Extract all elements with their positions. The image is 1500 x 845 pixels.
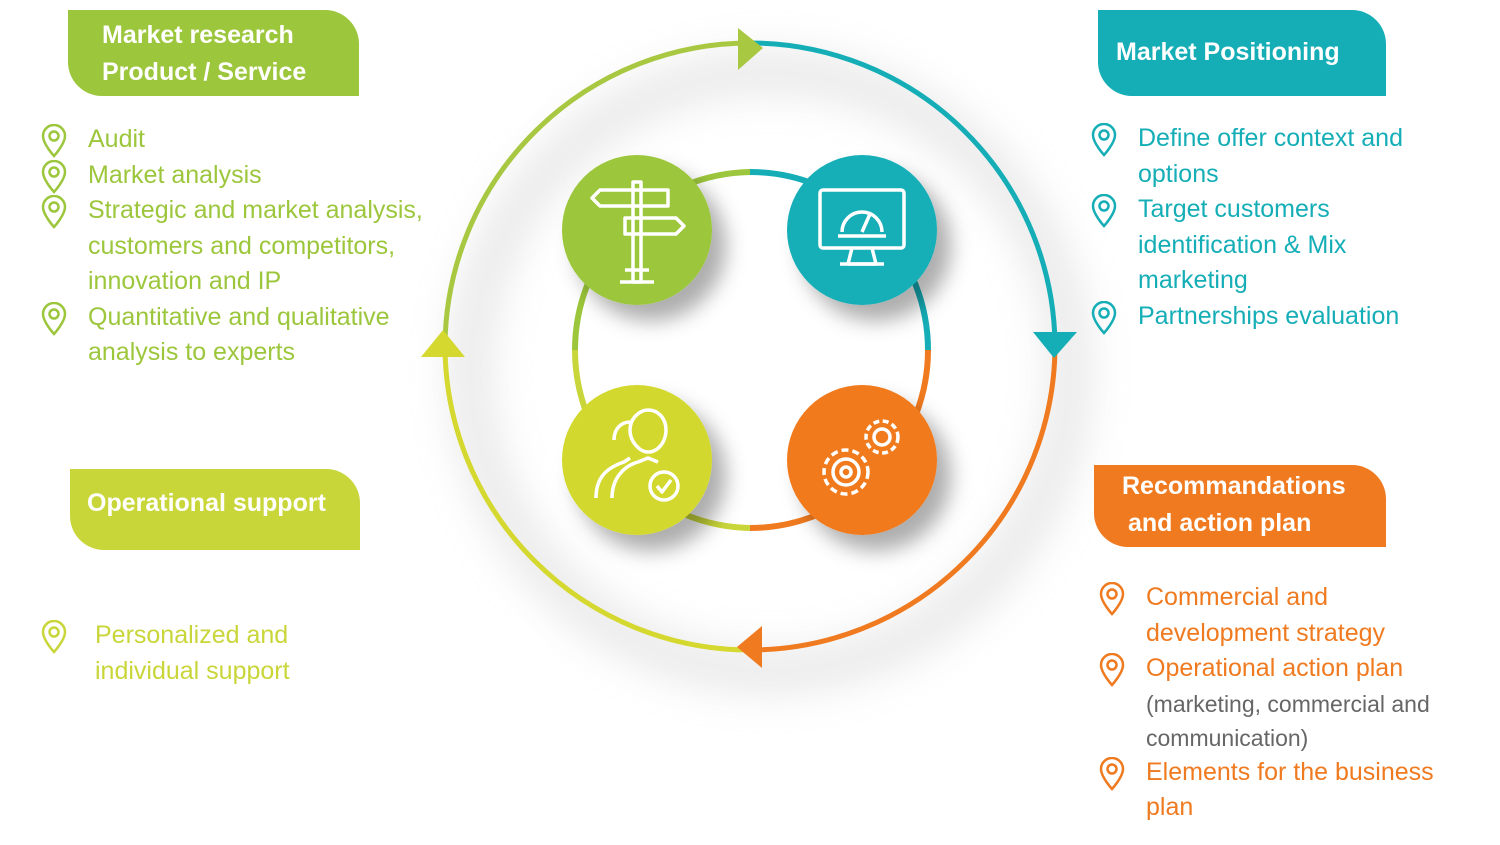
users-check-icon	[562, 385, 712, 535]
location-pin-icon	[1091, 300, 1117, 335]
list-item-text: Commercial and development strategy	[1146, 583, 1386, 647]
location-pin-icon	[41, 159, 67, 194]
outer-arc-teal	[751, 40, 1058, 346]
list-item: Partnerships evaluation	[1091, 299, 1448, 335]
location-pin-icon	[41, 620, 67, 654]
list-item-text: Elements for the business plan	[1146, 757, 1434, 822]
list-item-text: Define offer context and options	[1138, 124, 1403, 188]
arrowhead-left	[421, 330, 465, 357]
outer-arc-green	[442, 40, 753, 346]
dashboard-monitor-icon	[787, 155, 937, 305]
recommandations-title-line-2: and action plan	[1128, 509, 1312, 537]
list-item: Market analysis	[41, 158, 448, 194]
list-item-text: Target customers identification & Mix ma…	[1138, 195, 1347, 294]
list-item: Operational action plan (marketing, comme…	[1099, 651, 1476, 755]
recommandations-title-line-1: Recommandations	[1122, 472, 1346, 500]
location-pin-icon	[1099, 756, 1125, 791]
outer-arc-orange	[749, 344, 1058, 653]
operational-support-title: Operational support	[87, 489, 326, 517]
list-item-text: Strategic and market analysis, customers…	[88, 196, 423, 295]
list-item-note: (marketing, commercial and communication…	[1146, 690, 1430, 751]
list-item: Elements for the business plan	[1099, 755, 1466, 826]
location-pin-icon	[1091, 194, 1117, 228]
list-item-text: Partnerships evaluation	[1138, 301, 1400, 330]
market-positioning-tab: Market Positioning	[1098, 10, 1386, 96]
arrowhead-bottom	[737, 626, 762, 668]
location-pin-icon	[1099, 653, 1125, 687]
location-pin-icon	[41, 301, 67, 336]
list-item-text: Personalized and individual support	[95, 621, 290, 685]
list-item: Define offer context and options	[1091, 121, 1448, 192]
arrowhead-top	[738, 28, 763, 70]
market-research-list: Audit Market analysis Strategic and mark…	[41, 122, 448, 371]
operational-support-tab: Operational support	[70, 469, 360, 550]
ring-shadow	[457, 59, 1083, 685]
recommandations-list: Commercial and development strategy Oper…	[1099, 580, 1476, 826]
list-item-text: Audit	[88, 125, 145, 153]
gears-icon	[787, 385, 937, 535]
list-item: Audit	[41, 122, 448, 158]
location-pin-icon	[1099, 582, 1125, 616]
arrowhead-right	[1033, 332, 1077, 358]
location-pin-icon	[1091, 123, 1117, 157]
list-item: Personalized and individual support	[41, 618, 335, 689]
list-item-text: Market analysis	[88, 160, 262, 189]
list-item-text: Quantitative and qualitative analysis to…	[88, 302, 390, 367]
market-research-title-line-2: Product / Service	[102, 58, 307, 86]
list-item: Strategic and market analysis, customers…	[41, 193, 448, 300]
market-positioning-title: Market Positioning	[1116, 38, 1340, 66]
market-research-title-line-1: Market research	[102, 21, 294, 49]
outer-arc-yellow	[442, 344, 751, 653]
list-item: Commercial and development strategy	[1099, 580, 1436, 651]
market-research-tab: Market research Product / Service	[68, 10, 359, 96]
signpost-icon	[562, 155, 712, 305]
market-positioning-list: Define offer context and options Target …	[1091, 121, 1448, 335]
list-item: Target customers identification & Mix ma…	[1091, 192, 1448, 299]
location-pin-icon	[41, 124, 67, 158]
operational-support-list: Personalized and individual support	[41, 618, 335, 689]
recommandations-tab: Recommandations and action plan	[1094, 465, 1386, 547]
location-pin-icon	[41, 195, 67, 229]
list-item: Quantitative and qualitative analysis to…	[41, 300, 448, 371]
list-item-text: Operational action plan	[1146, 654, 1404, 682]
